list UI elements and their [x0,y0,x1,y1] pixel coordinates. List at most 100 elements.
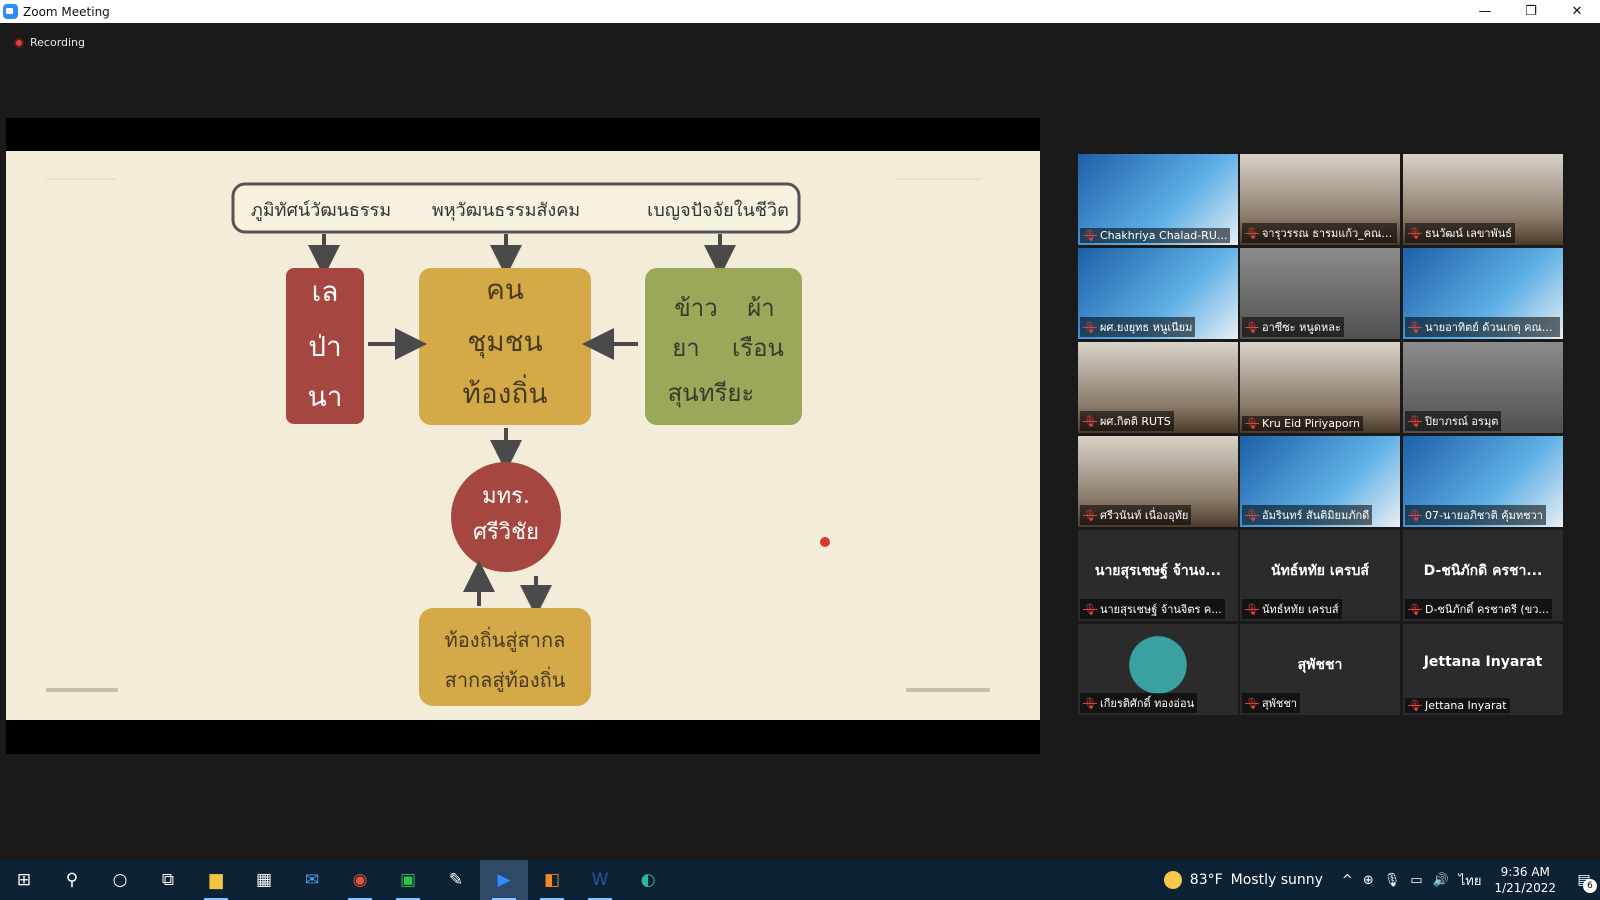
participant-tile[interactable]: 🎙ผศ.กิตติ RUTS [1078,342,1238,433]
muted-mic-icon: 🎙 [1083,508,1097,522]
participant-tile[interactable]: 🎙ผศ.ยงยุทธ หนูเนียม [1078,248,1238,339]
participant-name: นายอาทิตย์ ด้วนเกตุ คณะ... [1424,321,1557,334]
pdf-taskbar-button[interactable]: ◧ [528,860,576,900]
muted-mic-icon: 🎙 [1408,699,1422,712]
zoom-taskbar-button[interactable]: ▶ [480,860,528,900]
input-language[interactable]: ไทย [1458,873,1482,889]
right-box-word-5: สุนทรียะ [668,379,755,408]
participant-tile[interactable]: นายสุรเชษฐ์ จ้านง...🎙นายสุรเชษฐ์ จ้านจิต… [1078,530,1238,621]
participant-tile[interactable]: 🎙ธนวัฒน์ เลขาพันธ์ [1403,154,1563,245]
minimize-button[interactable]: — [1478,4,1492,19]
participant-name-label: 🎙นัทธ์หทัย เครบส์ [1242,599,1342,619]
edge-taskbar-button[interactable]: ◐ [624,860,672,900]
left-box-line-2: ป่า [308,330,342,363]
banner-text-3: เบญจปัจจัยในชีวิต [647,199,789,221]
task-view-icon: ⧉ [161,870,175,890]
participant-tile[interactable]: 🎙ปิยาภรณ์ อรมุต [1403,342,1563,433]
participant-name-label: 🎙ผศ.กิตติ RUTS [1080,411,1174,431]
participant-tile[interactable]: 🎙Kru Eid Piriyaporn [1240,342,1400,433]
mail-taskbar-button[interactable]: ✉ [288,860,336,900]
participant-tile[interactable]: Jettana Inyarat🎙Jettana Inyarat [1403,624,1563,715]
participant-tile[interactable]: 🎙อัมรินทร์ สันติมิยมภักดี [1240,436,1400,527]
circle-line-1: มทร. [482,484,530,509]
participant-tile[interactable]: 🎙07-นายอภิชาติ คุ้มทชวา [1403,436,1563,527]
bottom-box [419,608,591,706]
muted-mic-icon: 🎙 [1245,320,1259,334]
participant-name-label: 🎙อัมรินทร์ สันติมิยมภักดี [1242,505,1373,525]
participant-name-label: 🎙Jettana Inyarat [1405,698,1510,713]
participant-name: ปิยาภรณ์ อรมุต [1424,415,1499,428]
participant-name: อัมรินทร์ สันติมิยมภักดี [1261,509,1370,522]
muted-mic-icon: 🎙 [1083,414,1097,428]
notification-center-button[interactable]: ▤ 6 [1568,860,1600,900]
clock[interactable]: 9:36 AM 1/21/2022 [1494,864,1556,896]
file-explorer-icon: ▆ [209,870,223,890]
meeting-area: Recording ภูมิทัศน์วัฒนธรรม พหุวัฒนธรรมส… [0,23,1600,860]
banner-text-2: พหุวัฒนธรรมสังคม [432,200,580,221]
clock-date: 1/21/2022 [1494,881,1556,895]
cortana-taskbar-button[interactable]: ○ [96,860,144,900]
notification-count: 6 [1583,879,1597,893]
left-box-line-3: นา [308,380,343,413]
participant-name: ผศ.กิตติ RUTS [1099,415,1171,428]
participant-tile[interactable]: 🎙อาซีซะ หนูดหละ [1240,248,1400,339]
participant-name-label: 🎙จารุวรรณ ธารมแก้ว_คณะส... [1242,223,1397,243]
participant-tile[interactable]: นัทธ์หทัย เครบส์🎙นัทธ์หทัย เครบส์ [1240,530,1400,621]
participant-tile[interactable]: 🎙นายอาทิตย์ ด้วนเกตุ คณะ... [1403,248,1563,339]
store-taskbar-button[interactable]: ▦ [240,860,288,900]
participant-tile[interactable]: D-ชนิภักดิ ครชา...🎙D-ชนิภักดิ์ ครชาตรี (… [1403,530,1563,621]
file-explorer-taskbar-button[interactable]: ▆ [192,860,240,900]
recording-indicator[interactable]: Recording [14,36,85,49]
search-taskbar-button[interactable]: ⚲ [48,860,96,900]
volume-icon[interactable]: 🔊 [1432,872,1449,888]
participant-name-label: 🎙ผศ.ยงยุทธ หนูเนียม [1080,317,1196,337]
participant-display-name: นายสุรเชษฐ์ จ้านง... [1094,563,1222,579]
right-box-word-2: ผ้า [747,294,775,322]
recording-label: Recording [30,36,86,49]
line-icon: ▣ [399,870,417,890]
laser-pointer-icon [820,537,830,547]
start-taskbar-button[interactable]: ⊞ [0,860,48,900]
participant-name-label: 🎙นายอาทิตย์ ด้วนเกตุ คณะ... [1405,317,1560,337]
right-box-word-1: ข้าว [674,294,717,322]
edge-icon: ◐ [640,870,656,890]
meet-now-icon[interactable]: ⊕ [1362,872,1374,888]
word-taskbar-button[interactable]: W [576,860,624,900]
restore-button[interactable]: ❐ [1525,4,1537,19]
show-hidden-icons-icon[interactable]: ^ [1341,872,1353,888]
participant-name-label: 🎙เกียรติศักดิ์ ทองอ่อน [1080,693,1198,713]
center-box-line-3: ท้องถิ่น [462,374,547,410]
window-title: Zoom Meeting [23,4,110,19]
title-bar: Zoom Meeting — ❐ ✕ [0,0,1600,23]
participant-name: ธนวัฒน์ เลขาพันธ์ [1424,227,1513,240]
participant-tile[interactable]: 🎙เกียรติศักดิ์ ทองอ่อน [1078,624,1238,715]
weather-widget[interactable]: 83°F Mostly sunny [1163,871,1323,889]
participant-tile[interactable]: สุพัชชา🎙สุพัชชา [1240,624,1400,715]
mail-icon: ✉ [304,870,320,890]
banner-text-1: ภูมิทัศน์วัฒนธรรม [251,200,391,221]
participant-tile[interactable]: 🎙Chakhriya Chalad-RU... [1078,154,1238,245]
screen-share-view[interactable]: ภูมิทัศน์วัฒนธรรม พหุวัฒนธรรมสังคม เบญจป… [6,118,1040,754]
right-box [645,268,802,425]
muted-mic-icon: 🎙 [1245,696,1259,710]
participant-name: สุพัชชา [1261,697,1298,710]
participant-name-label: 🎙ธนวัฒน์ เลขาพันธ์ [1405,223,1516,243]
participant-name: นัทธ์หทัย เครบส์ [1261,603,1339,616]
participant-tile[interactable]: 🎙ศรีวนันท์ เนื่องอุทัย [1078,436,1238,527]
close-button[interactable]: ✕ [1571,4,1583,19]
task-view-taskbar-button[interactable]: ⧉ [144,860,192,900]
muted-mic-icon: 🎙 [1083,602,1097,616]
participant-name-label: 🎙อาซีซะ หนูดหละ [1242,317,1344,337]
participant-name-label: 🎙สุพัชชา [1242,693,1301,713]
microphone-icon[interactable]: 🎙 [1383,872,1401,888]
start-icon: ⊞ [16,870,32,890]
weather-temp: 83°F [1189,872,1223,888]
line-taskbar-button[interactable]: ▣ [384,860,432,900]
muted-mic-icon: 🎙 [1083,696,1097,710]
participant-tile[interactable]: 🎙จารุวรรณ ธารมแก้ว_คณะส... [1240,154,1400,245]
network-icon[interactable]: ▭ [1410,872,1423,888]
cortana-icon: ○ [112,870,128,890]
paint-taskbar-button[interactable]: ✎ [432,860,480,900]
chrome-taskbar-button[interactable]: ◉ [336,860,384,900]
muted-mic-icon: 🎙 [1245,226,1259,240]
